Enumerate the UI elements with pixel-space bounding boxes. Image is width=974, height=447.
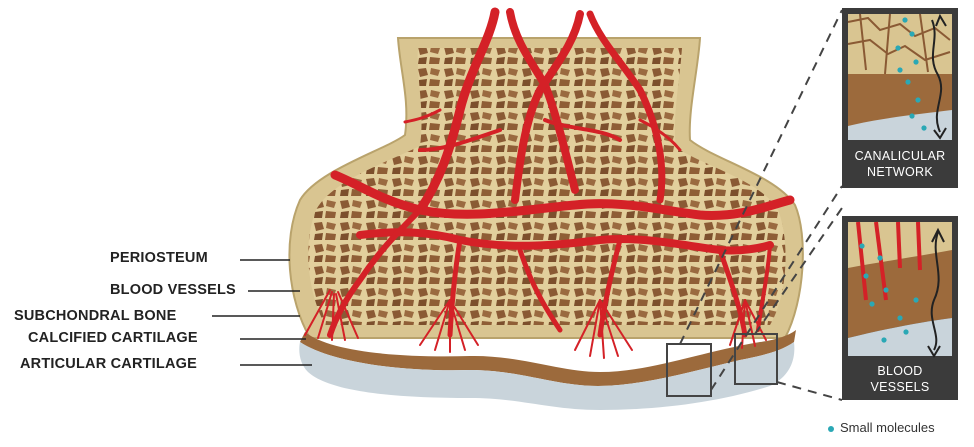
caption-line: VESSELS (844, 379, 956, 395)
label-calcified-cartilage: CALCIFIED CARTILAGE (28, 330, 198, 346)
label-periosteum: PERIOSTEUM (110, 250, 208, 266)
molecule-dot-icon (828, 426, 834, 432)
caption-line: BLOOD (844, 363, 956, 379)
legend: Small molecules (828, 420, 935, 435)
inset-caption-blood-vessels: BLOOD VESSELS (844, 363, 956, 395)
label-articular-cartilage: ARTICULAR CARTILAGE (20, 356, 197, 372)
inset-caption-canalicular: CANALICULAR NETWORK (844, 148, 956, 180)
caption-line: CANALICULAR (844, 148, 956, 164)
label-blood-vessels: BLOOD VESSELS (110, 282, 236, 298)
caption-line: NETWORK (844, 164, 956, 180)
legend-label: Small molecules (840, 420, 935, 435)
label-subchondral-bone: SUBCHONDRAL BONE (14, 308, 176, 324)
